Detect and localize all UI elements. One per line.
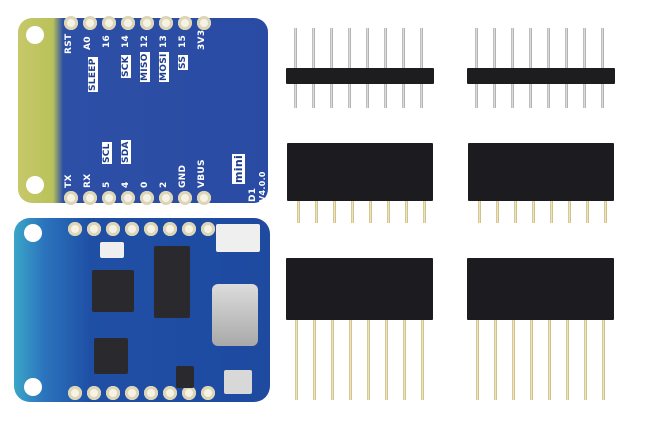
led xyxy=(100,242,124,258)
pin-label: 5 xyxy=(102,181,112,188)
jst-connector xyxy=(216,224,260,252)
pin-label: RST xyxy=(64,33,74,54)
female-header-short xyxy=(287,143,435,223)
mounting-hole xyxy=(24,378,42,396)
pin-label: 12 xyxy=(140,34,150,48)
esp8266-chip xyxy=(92,270,134,312)
usb-serial-chip xyxy=(154,246,190,318)
model-label: D1 xyxy=(248,187,258,202)
function-label: SS xyxy=(178,54,188,70)
usb-c-port xyxy=(212,284,258,346)
pin-label: 13 xyxy=(159,34,169,48)
pin-label: 14 xyxy=(121,34,131,48)
pin-label: 0 xyxy=(140,181,150,188)
pin-label: GND xyxy=(178,164,188,188)
female-header-long xyxy=(286,258,436,400)
pin-label: TX xyxy=(64,174,74,188)
function-label: SCL xyxy=(102,142,112,164)
male-pin-header xyxy=(286,28,436,108)
pin-label: RX xyxy=(83,173,93,188)
function-label: MISO xyxy=(140,52,150,82)
flash-chip xyxy=(94,338,128,374)
regulator-chip xyxy=(176,366,194,388)
pin-label: A0 xyxy=(83,36,93,50)
female-header-long xyxy=(467,258,617,400)
function-label: SDA xyxy=(121,140,131,164)
function-label: SLEEP xyxy=(88,57,98,92)
reset-button xyxy=(224,370,252,394)
function-label: MOSI xyxy=(159,52,169,82)
version-label: V4.0.0 xyxy=(258,171,267,202)
model-badge: mini xyxy=(232,153,245,184)
pin-label: 2 xyxy=(159,181,169,188)
d1-mini-board-back: RST A0 16 14 12 13 15 3V3 SLEEP SCK MISO… xyxy=(18,16,268,205)
mounting-hole xyxy=(24,224,42,242)
female-header-short xyxy=(468,143,616,223)
pin-label: 3V3 xyxy=(197,29,207,50)
d1-mini-board-front xyxy=(14,218,270,402)
pin-label: 4 xyxy=(121,181,131,188)
pin-label: 15 xyxy=(178,34,188,48)
pin-label: VBUS xyxy=(197,159,207,188)
pin-label: 16 xyxy=(102,34,112,48)
mounting-hole xyxy=(26,26,44,44)
function-label: SCK xyxy=(121,55,131,78)
male-pin-header xyxy=(467,28,617,108)
mounting-hole xyxy=(26,176,44,194)
